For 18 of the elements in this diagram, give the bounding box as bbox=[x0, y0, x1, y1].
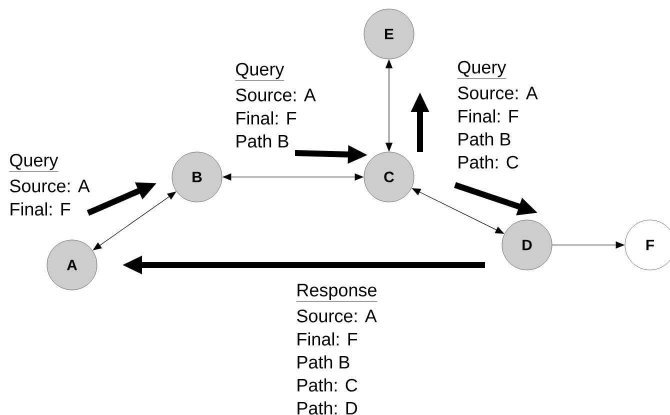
message-text: Source: A bbox=[236, 88, 316, 102]
message-text: Final: F bbox=[298, 332, 358, 346]
message-text: Final: F bbox=[10, 202, 70, 216]
message-text: Final: F bbox=[458, 109, 518, 123]
message-text: Path B bbox=[298, 355, 350, 369]
message-text: Query bbox=[235, 62, 284, 81]
message-text: Final: F bbox=[236, 111, 296, 125]
message-text: Path: C bbox=[458, 155, 518, 169]
message-text: Query bbox=[457, 60, 506, 79]
message-text: Path B bbox=[458, 132, 510, 146]
message-text: Path: C bbox=[298, 378, 358, 392]
message-text: Source: A bbox=[458, 86, 538, 100]
message-text: Path B bbox=[236, 134, 288, 148]
message-text: Source: A bbox=[10, 180, 90, 192]
message-text: Path: D bbox=[298, 401, 358, 415]
message-text: Source: A bbox=[297, 310, 377, 322]
message-text: Query bbox=[9, 154, 58, 172]
message-text: Response bbox=[296, 284, 378, 302]
